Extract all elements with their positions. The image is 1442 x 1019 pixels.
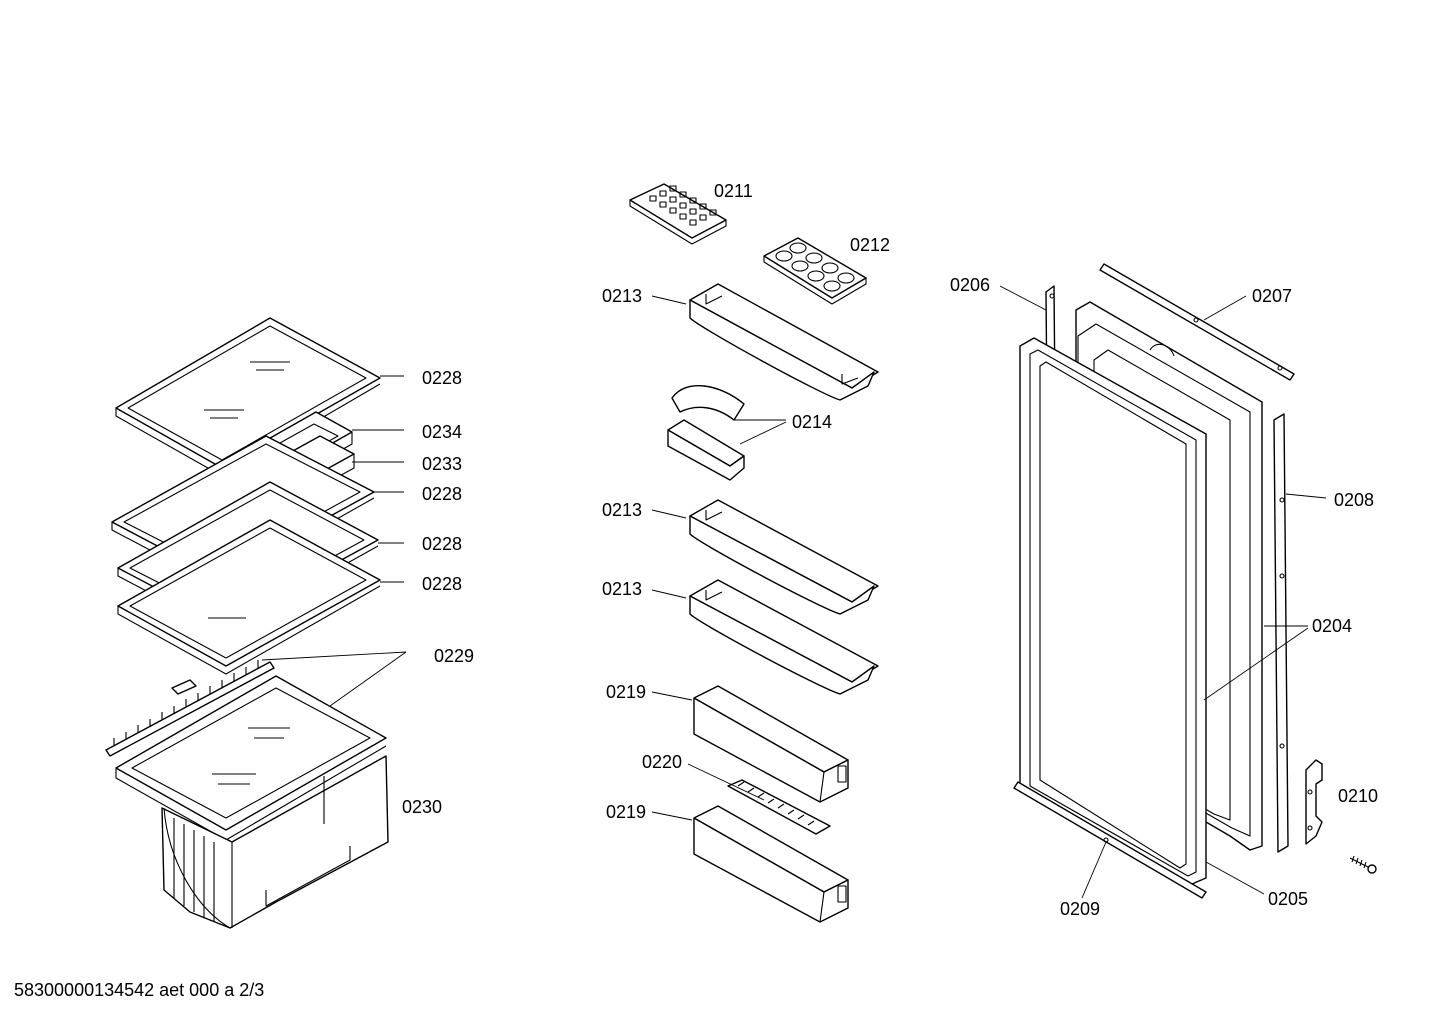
- label-0219-upper: 0219: [606, 682, 646, 702]
- part-labels: 0211 0212 0213 0214 0213 0213 0219 0220 …: [402, 181, 1378, 919]
- egg-tray-0212: [763, 237, 867, 305]
- crisper-cover-0229: [115, 675, 387, 841]
- label-0213-lower: 0213: [602, 579, 642, 599]
- label-0213-top: 0213: [602, 286, 642, 306]
- label-0207: 0207: [1252, 286, 1292, 306]
- label-0230: 0230: [402, 797, 442, 817]
- label-0206: 0206: [950, 275, 990, 295]
- door-group: [1013, 263, 1377, 899]
- crisper-drawer-0230: [161, 755, 389, 929]
- door-rack-group: [629, 183, 879, 923]
- label-0208: 0208: [1334, 490, 1374, 510]
- hinge-bracket-0210: [1305, 759, 1323, 845]
- label-0213-middle: 0213: [602, 500, 642, 520]
- label-0228-second: 0228: [422, 484, 462, 504]
- trim-strip-0207: [1099, 263, 1295, 381]
- label-0214: 0214: [792, 412, 832, 432]
- label-0210: 0210: [1338, 786, 1378, 806]
- door-bin-0213-middle: [689, 499, 879, 615]
- shelf-group: [105, 317, 389, 929]
- leader-lines: [261, 285, 1327, 899]
- door-bin-0213-lower: [689, 579, 879, 695]
- label-0211: 0211: [714, 181, 753, 201]
- label-0228-top: 0228: [422, 368, 462, 388]
- screw-icon: [1349, 855, 1377, 874]
- label-0209: 0209: [1060, 899, 1100, 919]
- label-0219-lower: 0219: [606, 802, 646, 822]
- label-0220: 0220: [642, 752, 682, 772]
- label-0204: 0204: [1312, 616, 1352, 636]
- bottle-rack-0220: [727, 779, 831, 835]
- label-0233: 0233: [422, 454, 462, 474]
- butter-dish-0214: [667, 385, 745, 481]
- bottle-bin-0219-lower: [693, 805, 849, 923]
- label-0229: 0229: [434, 646, 474, 666]
- ice-cube-tray-0211: [629, 183, 727, 245]
- label-0228-fourth: 0228: [422, 574, 462, 594]
- label-0234: 0234: [422, 422, 462, 442]
- trim-strip-0208: [1273, 413, 1289, 853]
- glass-shelf-0228-fourth: [117, 519, 381, 675]
- label-0228-third: 0228: [422, 534, 462, 554]
- drawing-reference: 58300000134542 aet 000 a 2/3: [14, 980, 265, 1000]
- bottle-bin-0219-upper: [693, 685, 849, 803]
- door-bin-0213-top: [689, 283, 879, 401]
- shelf-rail-0229: [105, 660, 275, 757]
- label-0205: 0205: [1268, 889, 1308, 909]
- label-0212: 0212: [850, 235, 890, 255]
- door-gasket-0205: [1019, 337, 1207, 885]
